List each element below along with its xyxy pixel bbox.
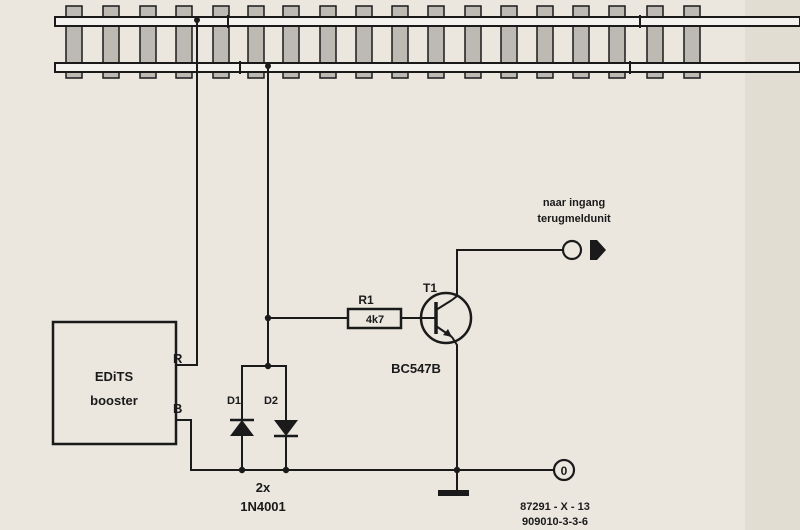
ground-terminal-label: 0	[561, 464, 568, 478]
wire-collector-out	[451, 249, 563, 301]
track	[54, 5, 800, 79]
output-terminal	[561, 239, 583, 261]
page-margin	[745, 0, 800, 530]
wire-rail1-to-r	[176, 20, 198, 366]
d1-ref-label: D1	[227, 395, 241, 407]
ground-symbol	[438, 490, 469, 496]
r1-ref-label: R1	[358, 293, 374, 307]
booster-label-1: EDiTS	[95, 369, 134, 384]
transistor-t1	[419, 291, 473, 345]
resistor-r1	[346, 307, 403, 330]
output-label-1: naar ingang	[543, 197, 605, 209]
wire-diode-top	[241, 365, 287, 420]
t1-type-label: BC547B	[391, 361, 441, 376]
ground-terminal	[552, 458, 576, 482]
diode-d1	[230, 418, 254, 436]
junction-dot	[265, 63, 271, 69]
junction-dot	[282, 466, 290, 474]
junction-dot	[264, 314, 272, 322]
t1-ref-label: T1	[423, 281, 437, 295]
diode-count-label: 2x	[256, 480, 271, 495]
track-rail	[54, 16, 800, 27]
junctions	[194, 17, 461, 474]
r1-value-label: 4k7	[366, 314, 384, 326]
terminal-b-label: B	[173, 401, 182, 416]
junction-dot	[194, 17, 200, 23]
code-line-1: 87291 - X - 13	[520, 501, 590, 513]
code-line-2: 909010-3-3-6	[522, 516, 588, 528]
junction-dot	[238, 466, 246, 474]
wire-emitter-ground	[451, 336, 458, 492]
terminal-r-label: R	[173, 351, 183, 366]
output-arrow-icon	[590, 240, 606, 260]
output-label-2: terugmeldunit	[537, 213, 611, 225]
diode-type-label: 1N4001	[240, 499, 286, 514]
booster-label-2: booster	[90, 393, 138, 408]
junction-dot	[453, 466, 461, 474]
track-rail	[54, 62, 800, 73]
diode-d2	[274, 420, 298, 438]
booster-box	[51, 320, 178, 446]
d2-ref-label: D2	[264, 395, 278, 407]
junction-dot	[264, 362, 272, 370]
wire-b-to-ground	[176, 419, 553, 471]
